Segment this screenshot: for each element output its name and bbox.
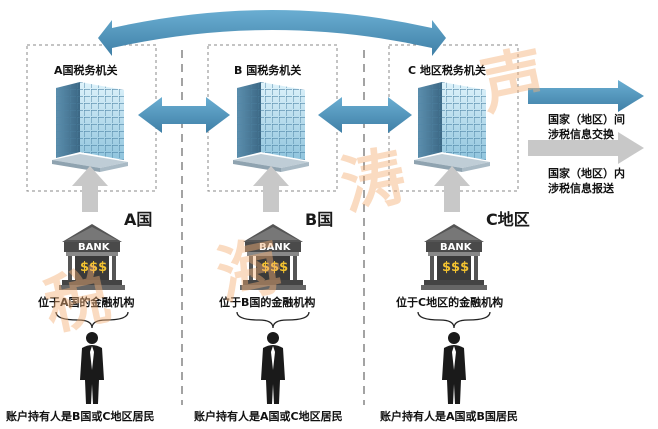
account-holder-label-b: 账户持有人是A国或C地区居民 [194, 410, 343, 423]
bank-money-a: $$$ [80, 260, 108, 275]
report-arrow-b [253, 166, 289, 212]
legend-exchange-line2: 涉税信息交换 [548, 128, 614, 141]
tax-building-icon-c [414, 82, 490, 172]
country-label-b: B国 [305, 210, 334, 229]
report-arrow-c [434, 166, 470, 212]
brace-c [417, 311, 491, 329]
tax-building-icon-a [52, 82, 128, 172]
institution-label-a: 位于A国的金融机构 [38, 296, 135, 309]
account-holder-icon-b [261, 332, 285, 404]
authority-title-a: A国税务机关 [54, 64, 118, 77]
country-label-c: C地区 [486, 210, 530, 229]
legend-exchange-arrow [528, 80, 644, 112]
exchange-arrow-b-c [318, 97, 412, 133]
exchange-arrow-a-c [98, 10, 446, 56]
legend-exchange-line1: 国家（地区）间 [548, 113, 625, 126]
legend-report-line2: 涉税信息报送 [548, 182, 614, 195]
institution-label-b: 位于B国的金融机构 [219, 296, 316, 309]
legend-report-arrow [528, 132, 644, 164]
exchange-arrow-a-b [138, 97, 230, 133]
bank-sign-a: BANK [78, 242, 110, 253]
authority-title-c: C 地区税务机关 [408, 64, 486, 77]
tax-building-icon-b [233, 82, 309, 172]
account-holder-label-a: 账户持有人是B国或C地区居民 [6, 410, 155, 423]
legend-exchange-label: 国家（地区）间 涉税信息交换 [548, 112, 625, 142]
authority-title-b: B 国税务机关 [234, 64, 302, 77]
legend-report-label: 国家（地区）内 涉税信息报送 [548, 166, 625, 196]
account-holder-icon-c [442, 332, 466, 404]
bank-sign-b: BANK [259, 242, 291, 253]
country-label-a: A国 [124, 210, 153, 229]
authority-frame-a [26, 44, 157, 192]
account-holder-icon-a [80, 332, 104, 404]
bank-icon-c [421, 224, 487, 290]
brace-a [55, 311, 129, 329]
bank-money-b: $$$ [261, 260, 289, 275]
institution-label-c: 位于C地区的金融机构 [396, 296, 504, 309]
bank-sign-c: BANK [440, 242, 472, 253]
account-holder-label-c: 账户持有人是A国或B国居民 [380, 410, 518, 423]
legend-report-line1: 国家（地区）内 [548, 167, 625, 180]
brace-b [236, 311, 310, 329]
bank-money-c: $$$ [442, 260, 470, 275]
report-arrow-a [72, 166, 108, 212]
